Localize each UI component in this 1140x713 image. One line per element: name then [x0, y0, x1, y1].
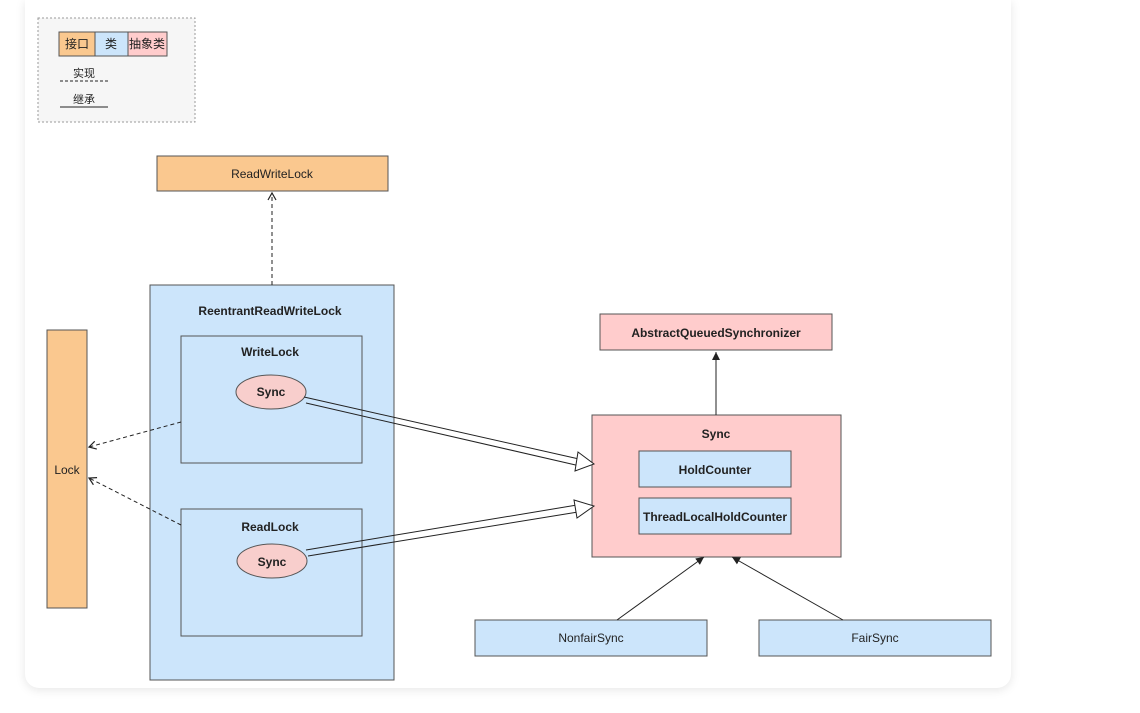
legend-class-swatch: [94, 31, 129, 57]
legend-extends-label: 继承: [73, 93, 95, 106]
writelock-sync-to-sync-edge: [303, 396, 596, 472]
readlock-implements-lock-edge: [87, 477, 182, 526]
write-lock-sync-label: Sync: [257, 385, 286, 399]
aqs-node: [599, 313, 833, 351]
sync-label: Sync: [702, 427, 731, 441]
write-lock-sync-ellipse: [235, 374, 307, 410]
lock-node: [46, 329, 88, 609]
legend-implements-label: 实现: [73, 66, 95, 80]
writelock-implements-lock-edge: [87, 421, 182, 450]
thread-local-hold-counter-node: [638, 497, 792, 535]
reentrant-read-write-lock-label: ReentrantReadWriteLock: [198, 304, 341, 318]
lock-label: Lock: [54, 463, 80, 477]
readlock-sync-to-sync-edge: [305, 499, 596, 557]
read-write-lock-node: [156, 155, 389, 192]
legend-interface-label: 接口: [65, 36, 89, 51]
fair-sync-label: FairSync: [851, 631, 898, 645]
legend-abstract-swatch: [127, 31, 168, 57]
read-lock-sync-label: Sync: [258, 555, 287, 569]
nonfair-sync-label: NonfairSync: [558, 631, 623, 645]
read-write-lock-label: ReadWriteLock: [231, 167, 314, 181]
legend-abstract-label: 抽象类: [129, 37, 165, 51]
hold-counter-node: [638, 450, 792, 488]
legend: 接口 类 抽象类 实现 继承: [37, 17, 196, 123]
fair-sync-node: [758, 619, 992, 657]
thread-local-hold-counter-label: ThreadLocalHoldCounter: [643, 510, 787, 524]
fair-extends-sync-edge: [731, 556, 844, 621]
hold-counter-label: HoldCounter: [679, 463, 752, 477]
nonfair-sync-node: [474, 619, 708, 657]
aqs-label: AbstractQueuedSynchronizer: [631, 326, 801, 340]
read-lock-label: ReadLock: [241, 520, 299, 534]
nonfair-extends-sync-edge: [616, 556, 705, 621]
read-lock-sync-ellipse: [236, 543, 308, 579]
write-lock-label: WriteLock: [241, 345, 299, 359]
legend-class-label: 类: [105, 37, 117, 51]
